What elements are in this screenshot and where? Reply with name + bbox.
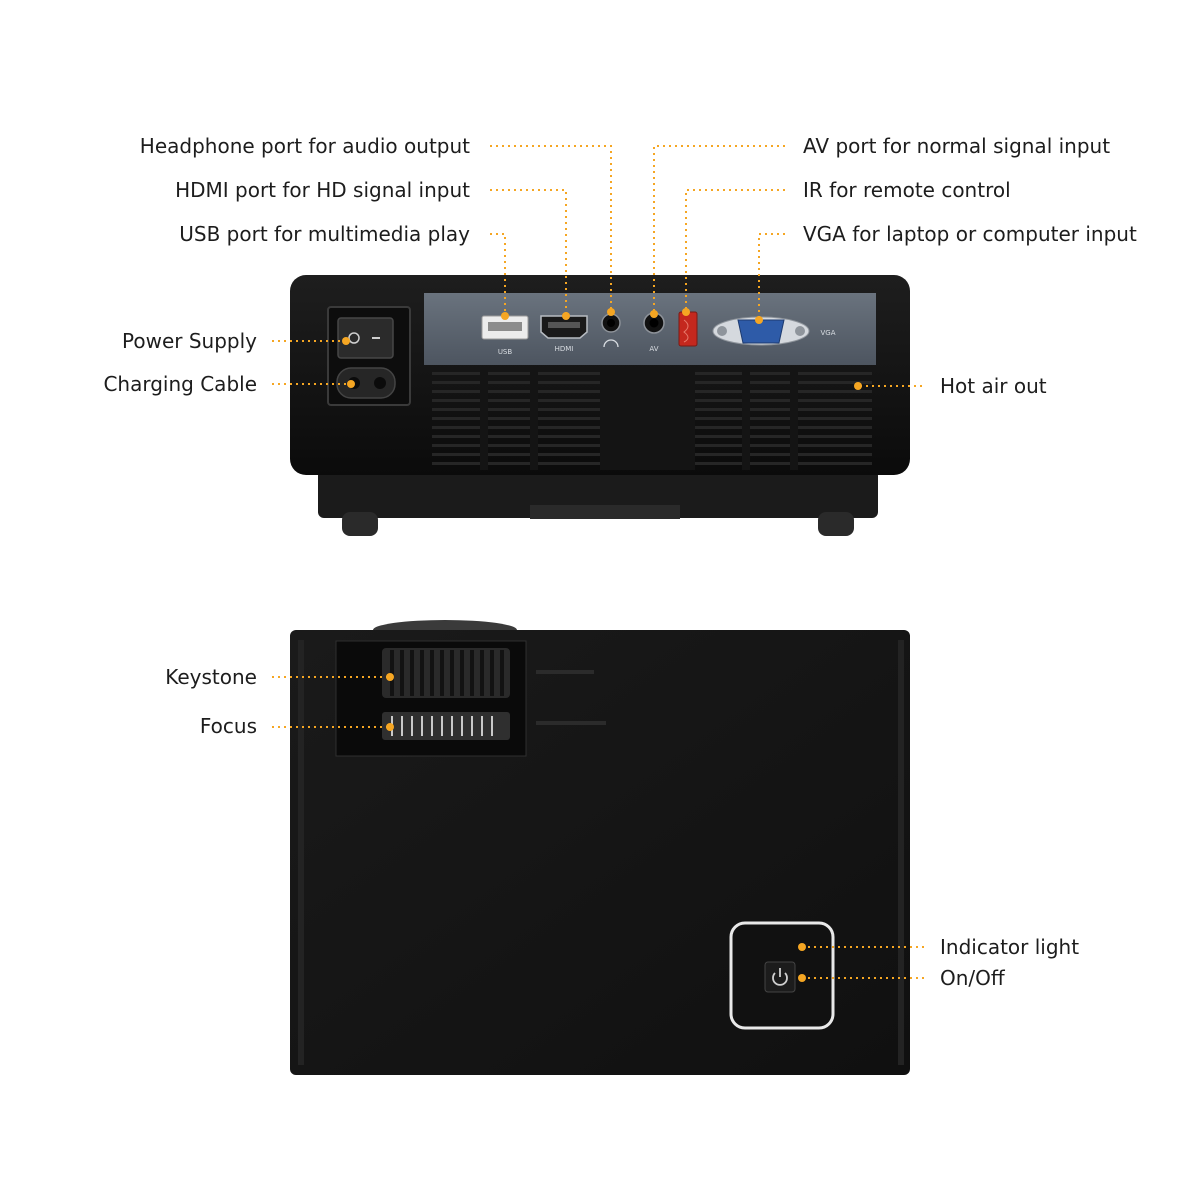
vga-port[interactable] — [712, 316, 810, 346]
ir-receiver — [678, 311, 698, 347]
av-marking: AV — [649, 345, 658, 353]
callout-charging-cable: Charging Cable — [103, 372, 257, 396]
callout-on-off: On/Off — [940, 966, 1005, 990]
keystone-emboss — [536, 670, 594, 674]
callout-hdmi: HDMI port for HD signal input — [175, 178, 470, 202]
callout-dots — [342, 308, 862, 982]
foot-right — [818, 512, 854, 536]
callout-usb: USB port for multimedia play — [179, 222, 470, 246]
callout-headphone: Headphone port for audio output — [139, 134, 470, 158]
usb-marking: USB — [498, 348, 513, 356]
top-view — [290, 620, 910, 1075]
callout-power-supply: Power Supply — [122, 329, 257, 353]
headphone-icon — [603, 339, 619, 348]
vga-marking: VGA — [820, 329, 835, 337]
callout-ir: IR for remote control — [803, 178, 1011, 202]
focus-emboss — [536, 721, 606, 725]
foot-left — [342, 512, 378, 536]
headphone-jack[interactable] — [601, 313, 621, 333]
power-icon — [772, 968, 788, 986]
back-view: USB HDMI AV VGA — [290, 275, 910, 536]
leader-lines — [272, 145, 925, 979]
charging-socket[interactable] — [336, 367, 396, 399]
hdmi-port[interactable] — [540, 315, 588, 339]
focus-wheel[interactable] — [382, 712, 510, 740]
callout-focus: Focus — [199, 714, 257, 738]
hdmi-marking: HDMI — [555, 345, 574, 353]
vent-dividers — [480, 370, 798, 470]
power-switch[interactable] — [337, 317, 394, 359]
callout-av: AV port for normal signal input — [803, 134, 1111, 158]
callout-hot-air: Hot air out — [940, 374, 1047, 398]
callout-indicator-light: Indicator light — [940, 935, 1080, 959]
callout-keystone: Keystone — [165, 665, 257, 689]
projector-base — [318, 470, 878, 518]
callout-vga: VGA for laptop or computer input — [803, 222, 1137, 246]
keystone-wheel[interactable] — [382, 648, 510, 698]
